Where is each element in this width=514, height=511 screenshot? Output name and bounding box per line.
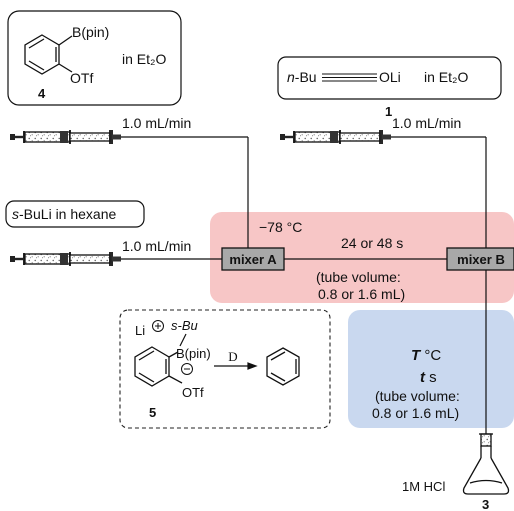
compound-number-1: 1 xyxy=(385,104,392,119)
zone-b-background xyxy=(348,310,514,428)
mixer-a-label: mixer A xyxy=(229,252,277,267)
flow-rate-bottom-left: 1.0 mL/min xyxy=(122,238,191,254)
intermediate-5-counter-ion: Li xyxy=(135,323,145,338)
mixer-b-label: mixer B xyxy=(457,252,505,267)
intermediate-5-structure xyxy=(134,346,183,387)
flow-rate-top-left: 1.0 mL/min xyxy=(122,115,191,131)
intermediate-5-butyl-bond xyxy=(179,333,187,347)
reagent-1-butyl: n-Bu xyxy=(287,69,317,85)
positive-charge-icon xyxy=(152,320,164,332)
zone-b-tube-volume-line1: (tube volume: xyxy=(375,388,460,404)
syringe-top-right-icon xyxy=(279,129,392,145)
reaction-arrow-label: D xyxy=(228,349,237,364)
compound-number-5: 5 xyxy=(149,405,156,420)
zone-a-tube-volume-line1: (tube volume: xyxy=(316,269,401,285)
reagent-sbuli-prefix: s xyxy=(12,206,19,222)
intermediate-5-triflate: OTf xyxy=(182,385,204,400)
flow-rate-top-right: 1.0 mL/min xyxy=(392,115,461,131)
zone-a-background xyxy=(210,212,514,303)
compound-number-4: 4 xyxy=(38,86,46,101)
reagent-1-butyl-text: -Bu xyxy=(295,69,317,85)
reagent-4-box xyxy=(7,10,182,106)
negative-charge-icon xyxy=(181,363,193,375)
reagent-sbuli-box xyxy=(5,200,145,228)
benzyne-structure xyxy=(266,347,300,386)
compound-number-3: 3 xyxy=(482,497,489,511)
zone-b-time-unit: s xyxy=(425,369,437,386)
zone-a-residence-time: 24 or 48 s xyxy=(341,235,403,251)
zone-b-temperature: T °C xyxy=(411,347,441,364)
quench-label: 1M HCl xyxy=(402,479,445,494)
reagent-4-structure xyxy=(24,34,73,75)
syringe-top-left-icon xyxy=(9,129,122,145)
flask-icon xyxy=(462,433,510,495)
reagent-4-boron-group: B(pin) xyxy=(72,24,109,40)
mixer-b xyxy=(446,247,514,271)
zone-b-temp-symbol: T xyxy=(411,347,422,364)
reagent-sbuli-label: s-BuLi in hexane xyxy=(12,206,117,222)
zone-a-tube-volume-line2: 0.8 or 1.6 mL) xyxy=(318,286,405,302)
zone-b-temp-unit: °C xyxy=(420,347,441,364)
alkyne-bond xyxy=(322,73,377,82)
reagent-1-prefix: n xyxy=(287,69,295,85)
intermediate-5-boron-group: B(pin) xyxy=(176,346,211,361)
zone-b-time: t s xyxy=(420,369,437,386)
reagent-1-box xyxy=(277,56,502,100)
zone-b-time-symbol: t xyxy=(420,369,426,386)
reaction-arrow-icon xyxy=(214,362,258,370)
zone-b-tube-volume-line2: 0.8 or 1.6 mL) xyxy=(372,405,459,421)
zone-a-temperature: −78 °C xyxy=(259,219,302,235)
reagent-sbuli-text: -BuLi in hexane xyxy=(19,206,117,222)
mixer-a xyxy=(221,247,285,271)
reagent-1-solvent: in Et₂O xyxy=(424,69,468,85)
reagent-1-alkoxide: OLi xyxy=(379,69,401,85)
syringe-bottom-left-icon xyxy=(9,251,122,267)
reagent-4-triflate: OTf xyxy=(70,70,93,86)
intermediate-5-sbutyl: s-Bu xyxy=(171,318,198,333)
reagent-4-solvent: in Et₂O xyxy=(122,51,166,67)
